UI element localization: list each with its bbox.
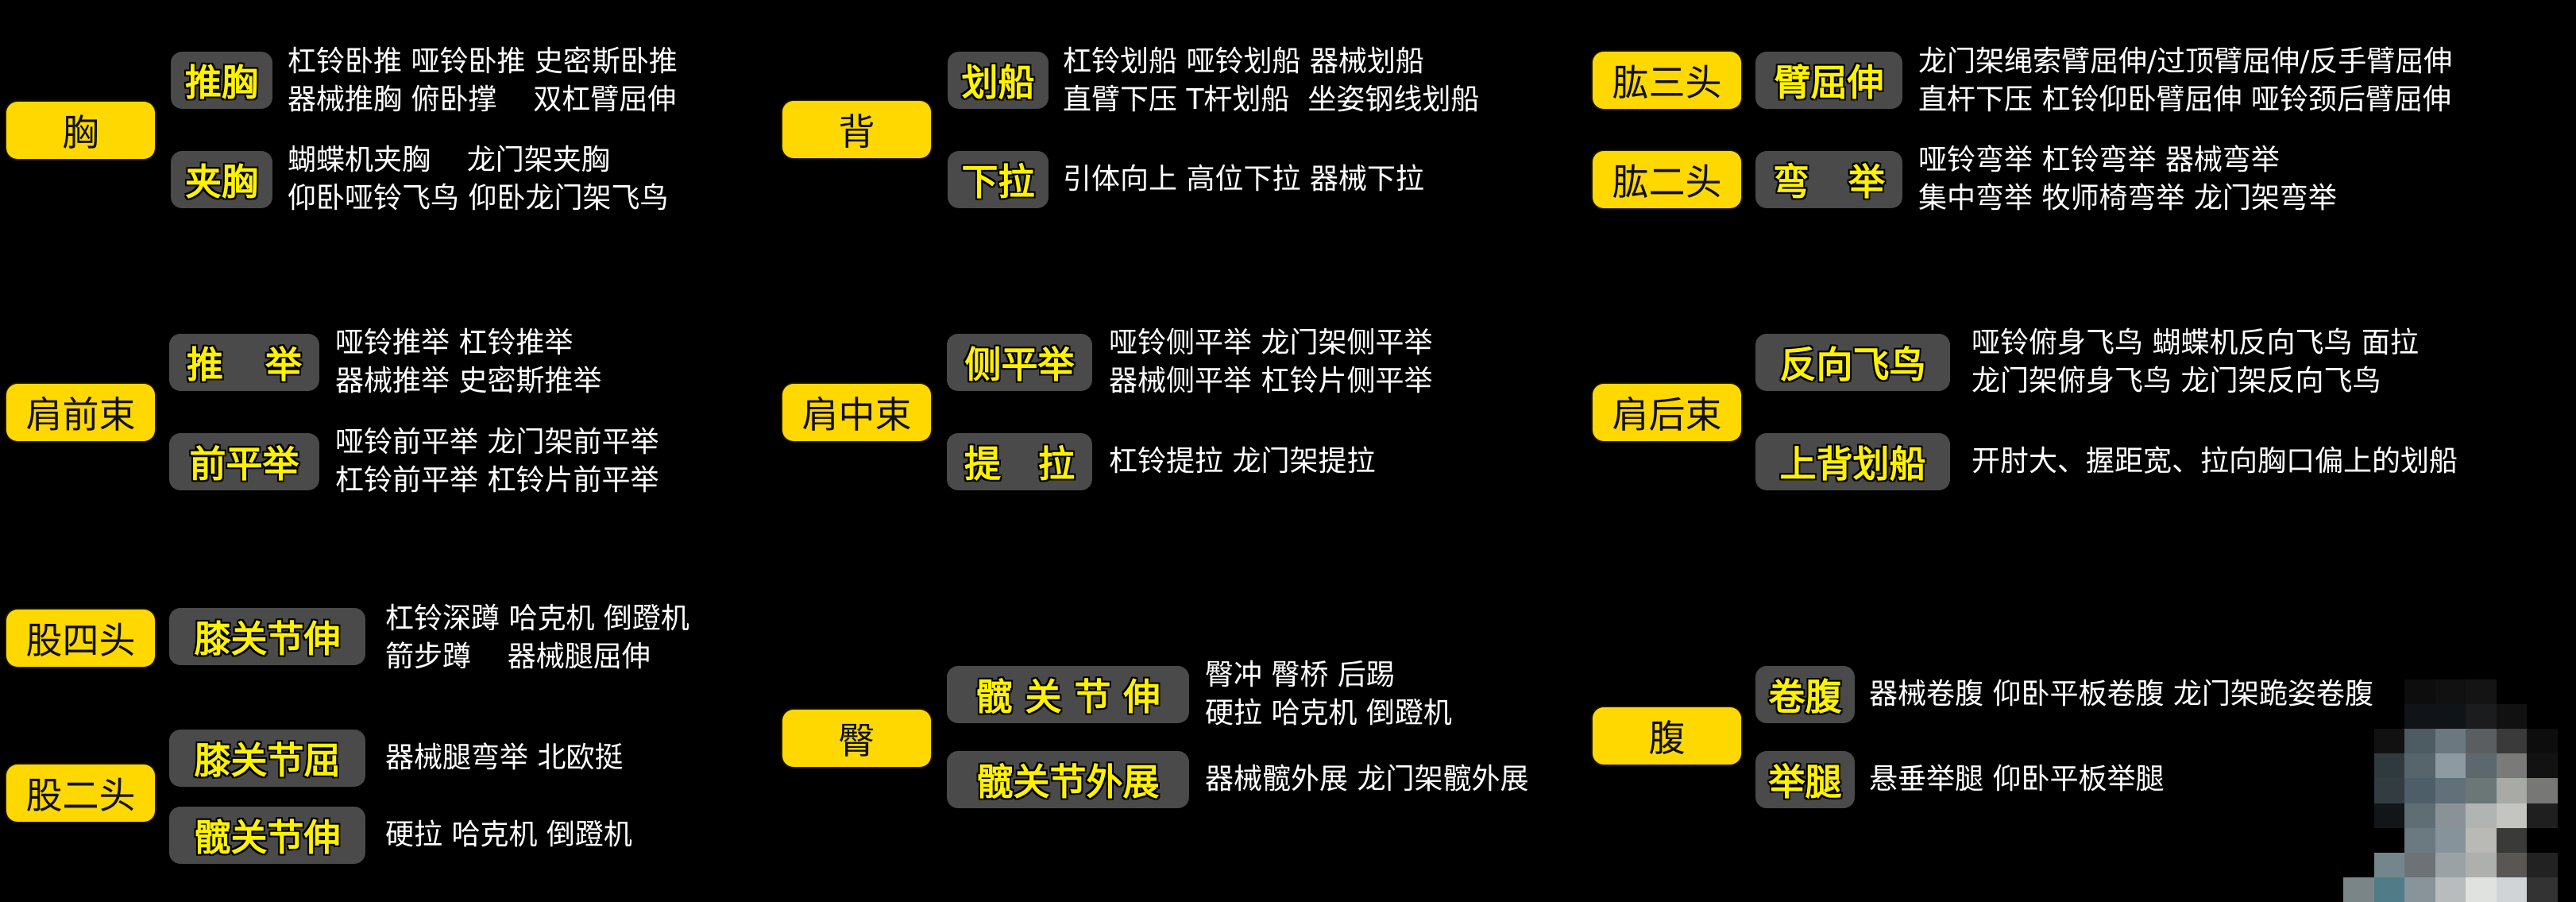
movement-label-char: 提: [964, 443, 1001, 486]
exercise-line: 蝴蝶机夹胸 龙门架夹胸: [288, 144, 610, 176]
exercise-line: 龙门架绳索臂屈伸/过顶臂屈伸/反手臂屈伸: [1918, 45, 2453, 78]
exercise-line: 引体向上 高位下拉 器械下拉: [1063, 163, 1424, 195]
pixelated-overlay: [2343, 679, 2558, 902]
exercise-line: 杠铃前平举 杠铃片前平举: [335, 464, 659, 497]
exercise-list-hip-extension: 硬拉 哈克机 倒蹬机: [385, 816, 632, 854]
exercise-list-knee-flexion: 器械腿弯举 北欧挺: [385, 739, 623, 777]
muscle-pill-biceps: 肱二头: [1593, 151, 1741, 208]
movement-label-char: 推: [187, 343, 223, 386]
exercise-line: 龙门架俯身飞鸟 龙门架反向飞鸟: [1972, 365, 2381, 397]
muscle-pill-chest: 胸: [6, 102, 155, 159]
movement-lateral-raise: 侧平举: [947, 334, 1092, 391]
exercise-list-lateral-raise: 哑铃侧平举 龙门架侧平举器械侧平举 杠铃片侧平举: [1109, 324, 1432, 401]
exercise-line: 哑铃推举 杠铃推举: [335, 327, 574, 359]
exercise-line: 硬拉 哈克机 倒蹬机: [385, 819, 632, 851]
exercise-line: 杠铃卧推 哑铃卧推 史密斯卧推: [288, 45, 678, 78]
exercise-line: 哑铃弯举 杠铃弯举 器械弯举: [1918, 144, 2280, 176]
exercise-list-knee-extension: 杠铃深蹲 哈克机 倒蹬机箭步蹲 器械腿屈伸: [385, 600, 689, 676]
exercise-line: 箭步蹲 器械腿屈伸: [385, 641, 651, 673]
exercise-line: 哑铃前平举 龙门架前平举: [335, 426, 659, 459]
exercise-line: 开肘大、握距宽、拉向胸口偏上的划船: [1972, 445, 2458, 478]
exercise-line: 集中弯举 牧师椅弯举 龙门架弯举: [1918, 182, 2337, 215]
exercise-list-pulldown: 引体向上 高位下拉 器械下拉: [1063, 161, 1424, 199]
muscle-pill-quads: 股四头: [6, 610, 155, 667]
movement-leg-raise: 举腿: [1755, 751, 1855, 808]
movement-curl: 弯 举: [1755, 151, 1902, 208]
movement-front-raise: 前平举: [169, 433, 319, 490]
movement-hip-extension: 髋关节伸: [169, 807, 365, 864]
movement-row: 划船: [948, 52, 1049, 109]
exercise-list-row: 杠铃划船 哑铃划船 器械划船直臂下压 T杆划船 坐姿钢线划船: [1063, 43, 1479, 119]
exercise-line: 器械腿弯举 北欧挺: [385, 741, 624, 774]
movement-overhead-press: 推 举: [169, 334, 319, 391]
movement-label-char: 拉: [1038, 443, 1075, 486]
exercise-list-upper-back-row: 开肘大、握距宽、拉向胸口偏上的划船: [1972, 443, 2458, 481]
movement-knee-flexion: 膝关节屈: [169, 730, 365, 787]
exercise-line: 臀冲 臀桥 后踢: [1205, 659, 1395, 691]
exercise-line: 杠铃提拉 龙门架提拉: [1109, 445, 1376, 478]
movement-upper-back-row: 上背划船: [1755, 433, 1950, 490]
exercise-line: 杠铃深蹲 哈克机 倒蹬机: [385, 602, 689, 635]
exercise-line: 悬垂举腿 仰卧平板举腿: [1869, 763, 2165, 796]
muscle-pill-back: 背: [782, 101, 931, 158]
exercise-line: 器械推胸 俯卧撑 双杠臂屈伸: [288, 83, 677, 116]
exercise-list-reverse-fly: 哑铃俯身飞鸟 蝴蝶机反向飞鸟 面拉龙门架俯身飞鸟 龙门架反向飞鸟: [1972, 324, 2419, 401]
movement-chest-press: 推胸: [171, 52, 272, 109]
exercise-list-crunch: 器械卷腹 仰卧平板卷腹 龙门架跪姿卷腹: [1869, 676, 2373, 714]
muscle-pill-front-delts: 肩前束: [6, 384, 155, 441]
movement-label-char: 弯: [1773, 161, 1809, 203]
muscle-pill-abs: 腹: [1593, 707, 1741, 765]
movement-glute-hip-extension: 髋 关 节 伸: [947, 666, 1189, 723]
exercise-list-triceps-extension: 龙门架绳索臂屈伸/过顶臂屈伸/反手臂屈伸直杆下压 杠铃仰卧臂屈伸 哑铃颈后臂屈伸: [1918, 43, 2452, 119]
exercise-list-chest-fly: 蝴蝶机夹胸 龙门架夹胸仰卧哑铃飞鸟 仰卧龙门架飞鸟: [288, 141, 668, 218]
movement-pulldown: 下拉: [948, 151, 1049, 208]
exercise-list-leg-raise: 悬垂举腿 仰卧平板举腿: [1869, 761, 2164, 799]
muscle-pill-triceps: 肱三头: [1593, 52, 1741, 109]
exercise-line: 直杆下压 杠铃仰卧臂屈伸 哑铃颈后臂屈伸: [1918, 83, 2451, 116]
exercise-line: 哑铃俯身飞鸟 蝴蝶机反向飞鸟 面拉: [1972, 327, 2419, 359]
muscle-pill-rear-delts: 肩后束: [1593, 384, 1741, 441]
exercise-line: 仰卧哑铃飞鸟 仰卧龙门架飞鸟: [288, 182, 669, 215]
exercise-line: 硬拉 哈克机 倒蹬机: [1205, 697, 1452, 730]
exercise-line: 器械卷腹 仰卧平板卷腹 龙门架跪姿卷腹: [1869, 678, 2373, 710]
exercise-list-hip-abduction: 器械髋外展 龙门架髋外展: [1205, 761, 1528, 799]
movement-upright-row: 提 拉: [947, 433, 1092, 490]
exercise-list-chest-press: 杠铃卧推 哑铃卧推 史密斯卧推器械推胸 俯卧撑 双杠臂屈伸: [288, 43, 678, 119]
muscle-pill-side-delts: 肩中束: [782, 384, 931, 441]
muscle-pill-hamstrings: 股二头: [6, 765, 155, 822]
exercise-line: 器械髋外展 龙门架髋外展: [1205, 763, 1529, 796]
exercise-line: 器械推举 史密斯推举: [335, 365, 602, 397]
movement-chest-fly: 夹胸: [171, 151, 272, 208]
exercise-line: 杠铃划船 哑铃划船 器械划船: [1063, 45, 1424, 78]
exercise-list-curl: 哑铃弯举 杠铃弯举 器械弯举集中弯举 牧师椅弯举 龙门架弯举: [1918, 141, 2337, 218]
exercise-line: 哑铃侧平举 龙门架侧平举: [1109, 327, 1433, 359]
exercise-list-glute-hip-extension: 臀冲 臀桥 后踢硬拉 哈克机 倒蹬机: [1205, 656, 1452, 733]
movement-label-char: 举: [265, 343, 302, 386]
movement-reverse-fly: 反向飞鸟: [1755, 334, 1950, 391]
movement-label-char: 举: [1848, 161, 1885, 203]
movement-crunch: 卷腹: [1755, 666, 1855, 723]
exercise-list-overhead-press: 哑铃推举 杠铃推举器械推举 史密斯推举: [335, 324, 601, 401]
movement-triceps-extension: 臂屈伸: [1755, 52, 1902, 109]
exercise-line: 器械侧平举 杠铃片侧平举: [1109, 365, 1433, 397]
muscle-pill-glutes: 臀: [782, 710, 931, 767]
movement-knee-extension: 膝关节伸: [169, 608, 365, 665]
exercise-line: 直臂下压 T杆划船 坐姿钢线划船: [1063, 83, 1480, 116]
movement-hip-abduction: 髋关节外展: [947, 751, 1189, 808]
exercise-list-front-raise: 哑铃前平举 龙门架前平举杠铃前平举 杠铃片前平举: [335, 424, 658, 500]
exercise-list-upright-row: 杠铃提拉 龙门架提拉: [1109, 443, 1375, 481]
